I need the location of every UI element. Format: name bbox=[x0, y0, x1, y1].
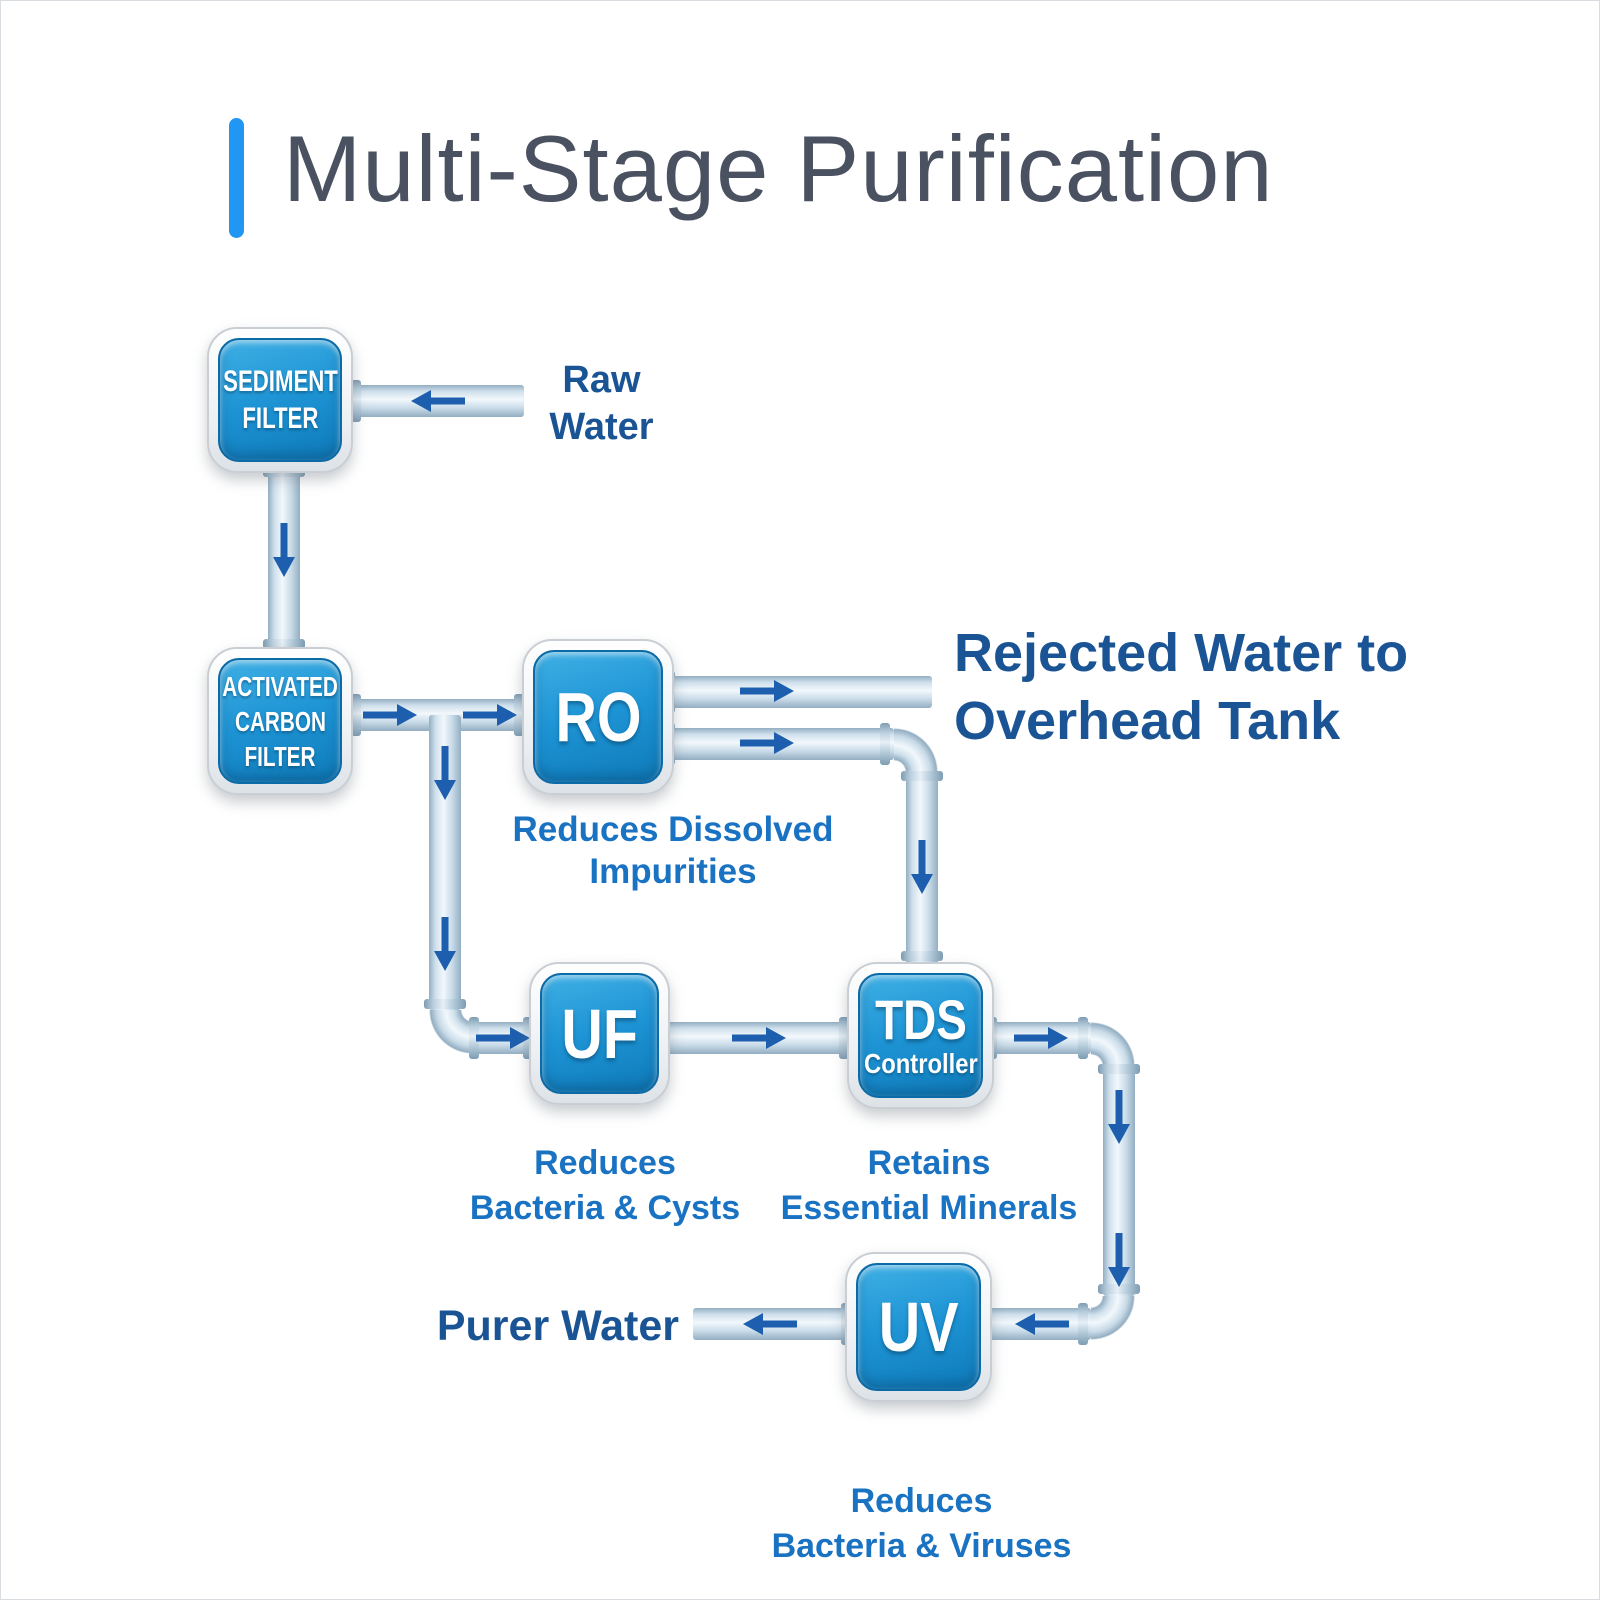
uf-face: UF bbox=[540, 973, 659, 1094]
pipe-flange bbox=[1078, 1303, 1088, 1345]
ro-face: RO bbox=[533, 650, 663, 784]
flow-arrow-right-icon bbox=[363, 704, 417, 726]
flow-arrow-right-icon bbox=[476, 1027, 530, 1049]
flow-arrow-right-icon bbox=[732, 1027, 786, 1049]
node-label: SEDIMENT bbox=[222, 365, 338, 398]
page-title: Multi-Stage Purification bbox=[283, 116, 1274, 221]
pipe-elbow-down-to-right bbox=[417, 1010, 473, 1066]
flow-arrow-down-icon bbox=[273, 523, 295, 577]
ro-caption: Reduces Dissolved Impurities bbox=[512, 810, 834, 891]
pipe-flange bbox=[1098, 1284, 1140, 1294]
uv-node: UV bbox=[845, 1252, 992, 1402]
node-label: FILTER bbox=[241, 402, 319, 435]
node-label: ACTIVATED bbox=[222, 670, 338, 702]
ro-node: RO bbox=[522, 639, 674, 795]
pipe-elbow-down-to-left bbox=[1091, 1296, 1147, 1352]
sediment-filter-face: SEDIMENT FILTER bbox=[218, 338, 342, 462]
pipe-flange bbox=[514, 694, 524, 736]
flow-arrow-left-icon bbox=[743, 1313, 797, 1335]
node-label: TDS bbox=[874, 987, 967, 1051]
tds-controller-node: TDS Controller bbox=[847, 962, 994, 1109]
flow-arrow-down-icon bbox=[1108, 1090, 1130, 1144]
pipe-flange bbox=[839, 1017, 849, 1059]
node-label: FILTER bbox=[244, 740, 316, 772]
pipe-flange bbox=[351, 380, 361, 422]
flow-arrow-right-icon bbox=[463, 704, 517, 726]
node-label: UV bbox=[878, 1288, 959, 1366]
tds-controller-face: TDS Controller bbox=[858, 973, 983, 1098]
pipe-flange bbox=[1098, 1064, 1140, 1074]
flow-arrow-down-icon bbox=[911, 840, 933, 894]
activated-carbon-filter-face: ACTIVATED CARBON FILTER bbox=[218, 658, 342, 784]
pipe-flange bbox=[263, 639, 305, 649]
pipe-flange bbox=[351, 694, 361, 736]
activated-carbon-filter-node: ACTIVATED CARBON FILTER bbox=[207, 647, 353, 795]
uv-face: UV bbox=[856, 1263, 981, 1391]
rejected-water-label: Rejected Water to Overhead Tank bbox=[954, 623, 1409, 751]
pipe-flange bbox=[424, 999, 466, 1009]
node-label: RO bbox=[554, 678, 642, 756]
uf-caption: Reduces Bacteria & Cysts bbox=[469, 1144, 741, 1227]
sediment-filter-node: SEDIMENT FILTER bbox=[207, 327, 353, 473]
pipe-flange bbox=[901, 771, 943, 781]
flow-arrow-left-icon bbox=[411, 390, 465, 412]
title-accent-bar bbox=[229, 118, 244, 238]
pipe-elbow-right-to-down-ro bbox=[894, 716, 950, 772]
node-sublabel: Controller bbox=[863, 1047, 978, 1079]
pipe-ro-rejected-out bbox=[672, 676, 932, 708]
flow-arrow-down-icon bbox=[434, 746, 456, 800]
uv-caption: Reduces Bacteria & Viruses bbox=[771, 1482, 1072, 1565]
raw-water-label: Raw Water bbox=[549, 359, 654, 448]
flow-arrow-down-icon bbox=[1108, 1233, 1130, 1287]
flow-arrow-right-icon bbox=[1014, 1027, 1068, 1049]
pipe-flange bbox=[901, 951, 943, 961]
pipe-flange bbox=[1078, 1017, 1088, 1059]
purer-water-label: Purer Water bbox=[436, 1302, 679, 1350]
flow-arrow-left-icon bbox=[1015, 1313, 1069, 1335]
uf-node: UF bbox=[529, 962, 670, 1105]
flow-arrow-down-icon bbox=[434, 917, 456, 971]
flow-arrow-right-icon bbox=[740, 680, 794, 702]
pipe-flange bbox=[880, 723, 890, 765]
node-label: CARBON bbox=[234, 705, 326, 737]
pipe-elbow-right-to-down-tds bbox=[1091, 1010, 1147, 1066]
node-label: UF bbox=[561, 994, 638, 1073]
flow-arrow-right-icon bbox=[740, 732, 794, 754]
pipe-flange bbox=[469, 1017, 479, 1059]
tds-caption: Retains Essential Minerals bbox=[780, 1144, 1078, 1227]
